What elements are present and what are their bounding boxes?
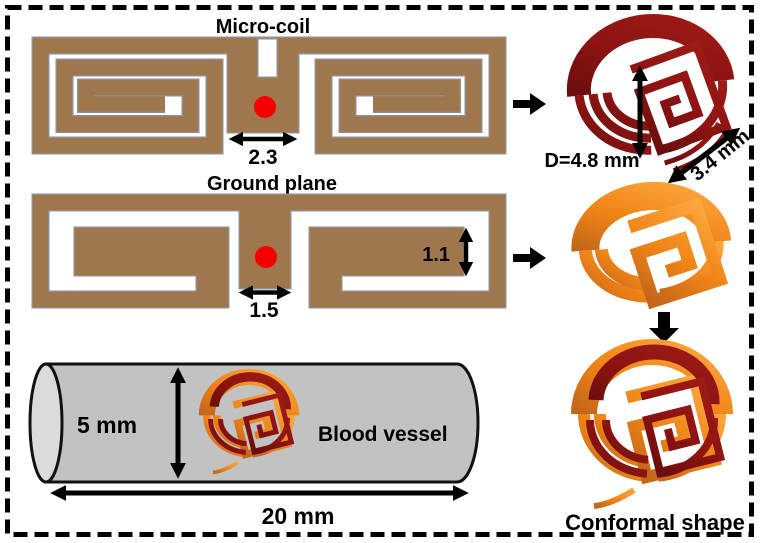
dim-arrow-coil-length	[667, 127, 741, 184]
vessel-length-label: 20 mm	[262, 503, 335, 529]
ground-feed-width-label: 1.5	[249, 299, 279, 322]
flat-micro-coil	[41, 36, 498, 146]
ground-trace-width-label: 1.1	[422, 244, 450, 266]
ground-plane-label: Ground plane	[207, 173, 337, 195]
feed-point-dot-ground	[255, 246, 277, 268]
conformal-shape-label: Conformal shape	[565, 510, 745, 535]
vessel-diameter-label: 5 mm	[77, 412, 137, 438]
blood-vessel-label: Blood vessel	[318, 423, 448, 446]
coil-feed-width-label: 2.3	[248, 146, 277, 169]
feed-point-dot-coil	[254, 96, 276, 118]
arrow-down-icon	[649, 312, 679, 343]
rolled-ground-plane	[582, 192, 721, 306]
micro-coil-label: Micro-coil	[216, 16, 310, 38]
flat-ground-plane	[31, 193, 507, 309]
conformal-coil	[584, 352, 720, 506]
arrow-right-icon-middle	[513, 247, 546, 269]
blood-vessel-cylinder	[28, 362, 480, 484]
arrow-right-icon-top	[513, 93, 546, 115]
figure-border	[5, 5, 754, 537]
coil-diameter-label: D=4.8 mm	[544, 150, 639, 172]
